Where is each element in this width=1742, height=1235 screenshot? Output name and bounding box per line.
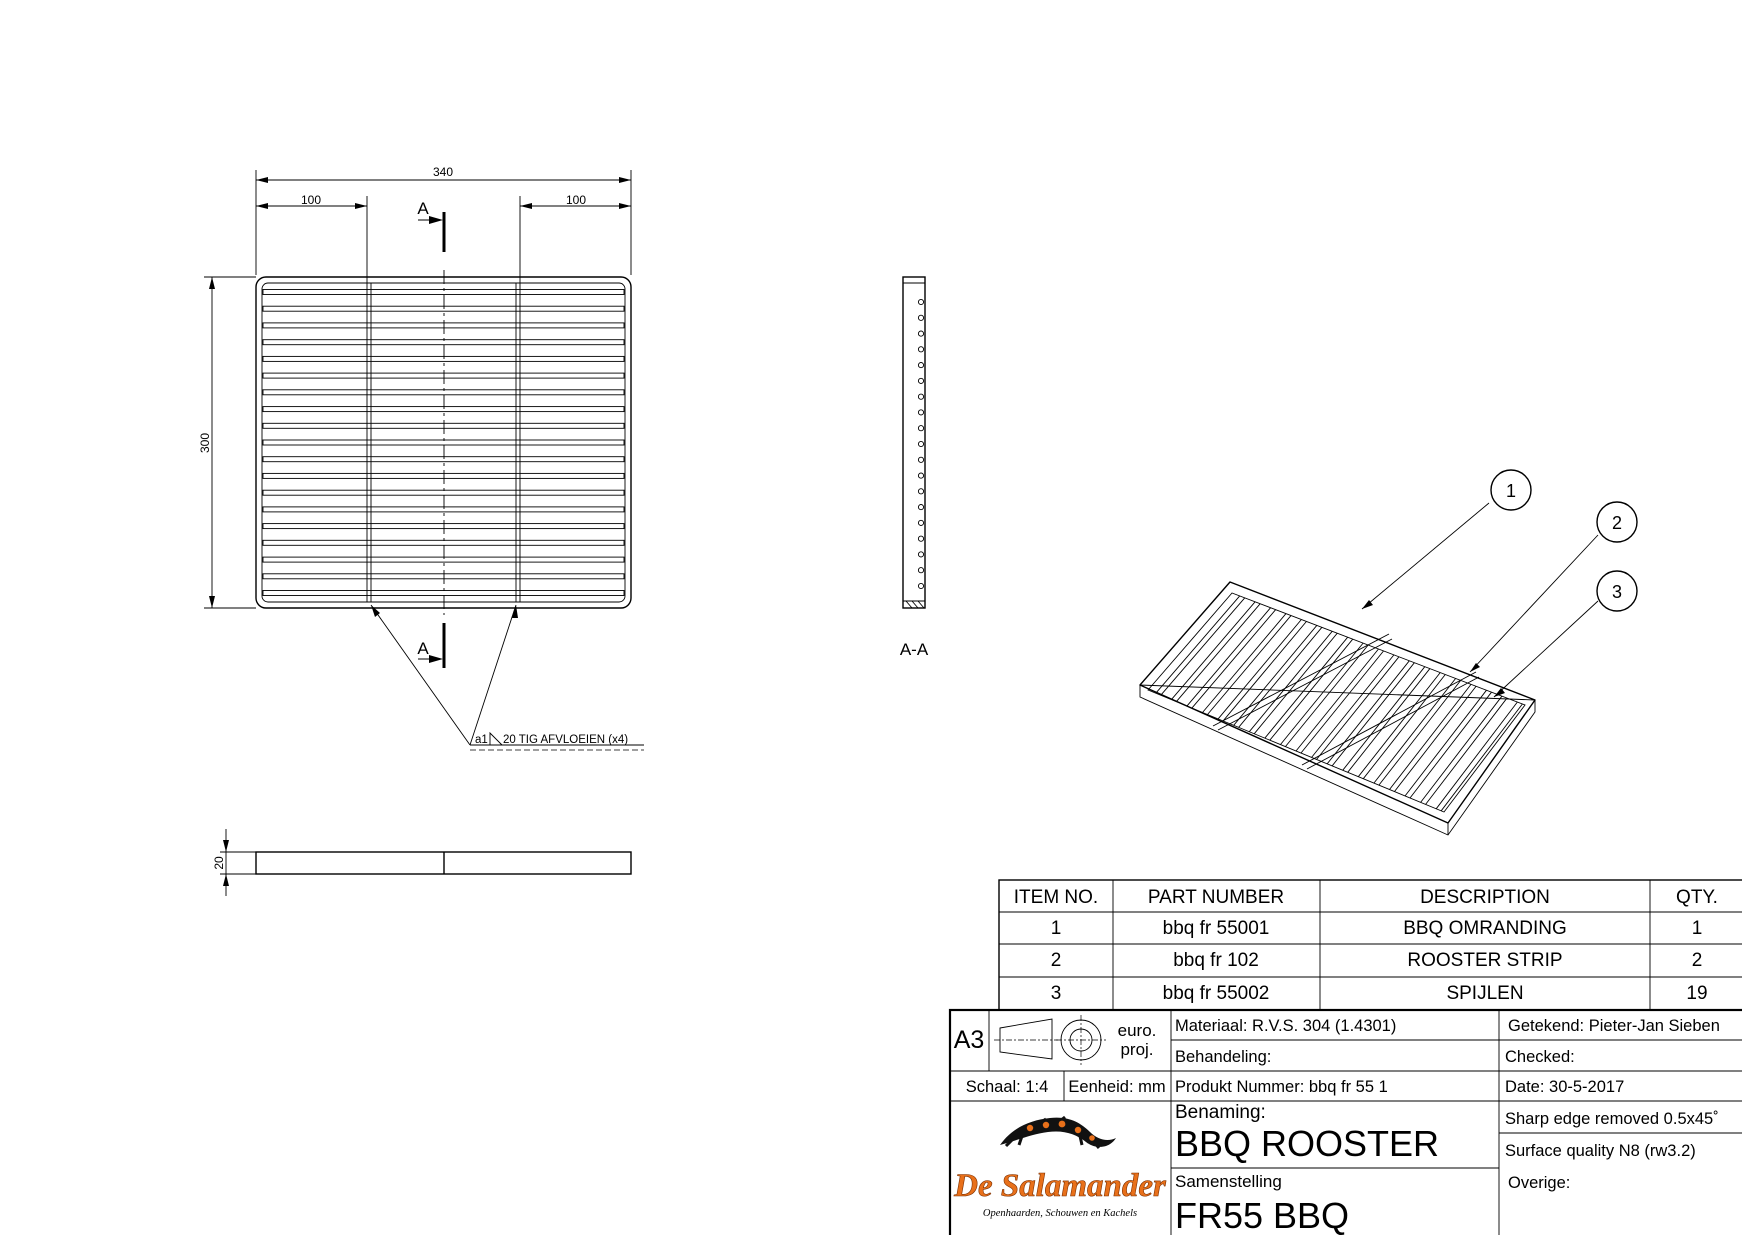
projection-label-1: euro. <box>1118 1021 1157 1040</box>
isometric-view: 1 2 3 <box>1139 469 1638 836</box>
projection-symbol-icon <box>994 1015 1106 1065</box>
bom-row-1-part: bbq fr 55001 <box>1163 918 1270 939</box>
dimension-height: 300 <box>198 276 256 609</box>
bom-header-item: ITEM NO. <box>1014 887 1098 908</box>
product-number: Produkt Nummer: bbq fr 55 1 <box>1175 1078 1388 1096</box>
drawn-by: Getekend: Pieter-Jan Sieben <box>1508 1017 1720 1035</box>
logo-name: De Salamander <box>953 1168 1167 1204</box>
date: Date: 30-5-2017 <box>1505 1078 1624 1096</box>
checked: Checked: <box>1505 1048 1575 1066</box>
dim-340: 340 <box>433 165 453 179</box>
bom-header-qty: QTY. <box>1676 887 1718 908</box>
title-block: A3 euro. proj. Schaal: 1:4 Eenheid: mm M… <box>948 1008 1742 1235</box>
bom-header-desc: DESCRIPTION <box>1420 887 1550 908</box>
scale: Schaal: 1:4 <box>966 1078 1049 1096</box>
balloon-1: 1 <box>1506 481 1516 501</box>
unit: Eenheid: mm <box>1068 1078 1165 1096</box>
salamander-logo: De Salamander Openhaarden, Schouwen en K… <box>953 1115 1167 1219</box>
section-marker-top: A <box>417 199 446 252</box>
dim-100-left: 100 <box>301 193 321 207</box>
bom-row-3-item: 3 <box>1051 983 1062 1004</box>
bom-row-1-desc: BBQ OMRANDING <box>1403 918 1567 939</box>
dim-100-right: 100 <box>566 193 586 207</box>
drawing-name: BBQ ROOSTER <box>1175 1123 1439 1164</box>
logo-tagline: Openhaarden, Schouwen en Kachels <box>983 1208 1137 1219</box>
bom-row-2-qty: 2 <box>1692 950 1703 971</box>
top-view <box>255 270 632 615</box>
section-title: A-A <box>900 640 929 659</box>
bom-row-2-part: bbq fr 102 <box>1173 950 1259 971</box>
assembly-label: Samenstelling <box>1175 1172 1282 1191</box>
assembly-name: FR55 BBQ <box>1175 1195 1349 1235</box>
bom-row-3-part: bbq fr 55002 <box>1163 983 1270 1004</box>
dimension-width: 340 <box>255 165 632 275</box>
salamander-icon <box>1000 1115 1116 1149</box>
balloon-3: 3 <box>1612 582 1622 602</box>
weld-note: 20 TIG AFVLOEIEN (x4) <box>503 734 628 746</box>
section-marker-bottom: A <box>417 623 446 668</box>
section-letter-top: A <box>417 199 429 218</box>
balloon-2: 2 <box>1612 513 1622 533</box>
material: Materiaal: R.V.S. 304 (1.4301) <box>1175 1017 1396 1035</box>
bill-of-materials: ITEM NO. PART NUMBER DESCRIPTION QTY. 1 … <box>998 879 1742 1011</box>
grate-bars <box>262 289 625 596</box>
edge-note: Sharp edge removed 0.5x45˚ <box>1505 1110 1719 1128</box>
other-label: Overige: <box>1508 1174 1570 1192</box>
sheet-size: A3 <box>954 1026 985 1054</box>
bom-row-3-desc: SPIJLEN <box>1446 983 1523 1004</box>
projection-label-2: proj. <box>1120 1040 1153 1059</box>
weld-symbol: a1 20 TIG AFVLOEIEN (x4) <box>370 604 644 751</box>
bom-header-part: PART NUMBER <box>1148 887 1284 908</box>
dim-300: 300 <box>198 433 212 453</box>
surface-note: Surface quality N8 (rw3.2) <box>1505 1142 1696 1160</box>
bom-row-2-desc: ROOSTER STRIP <box>1407 950 1562 971</box>
section-letter-bottom: A <box>417 639 429 658</box>
bom-row-1-qty: 1 <box>1692 918 1703 939</box>
side-view: 20 <box>212 829 632 896</box>
bom-row-3-qty: 19 <box>1686 983 1707 1004</box>
dimension-left-offset: 100 <box>256 193 368 283</box>
weld-size: a1 <box>475 734 488 746</box>
section-view-aa: A-A <box>900 276 929 659</box>
dim-20: 20 <box>212 856 226 870</box>
name-label: Benaming: <box>1175 1102 1266 1123</box>
bom-row-2-item: 2 <box>1051 950 1062 971</box>
dimension-right-offset: 100 <box>519 193 631 283</box>
treatment: Behandeling: <box>1175 1048 1271 1066</box>
bom-row-1-item: 1 <box>1051 918 1062 939</box>
